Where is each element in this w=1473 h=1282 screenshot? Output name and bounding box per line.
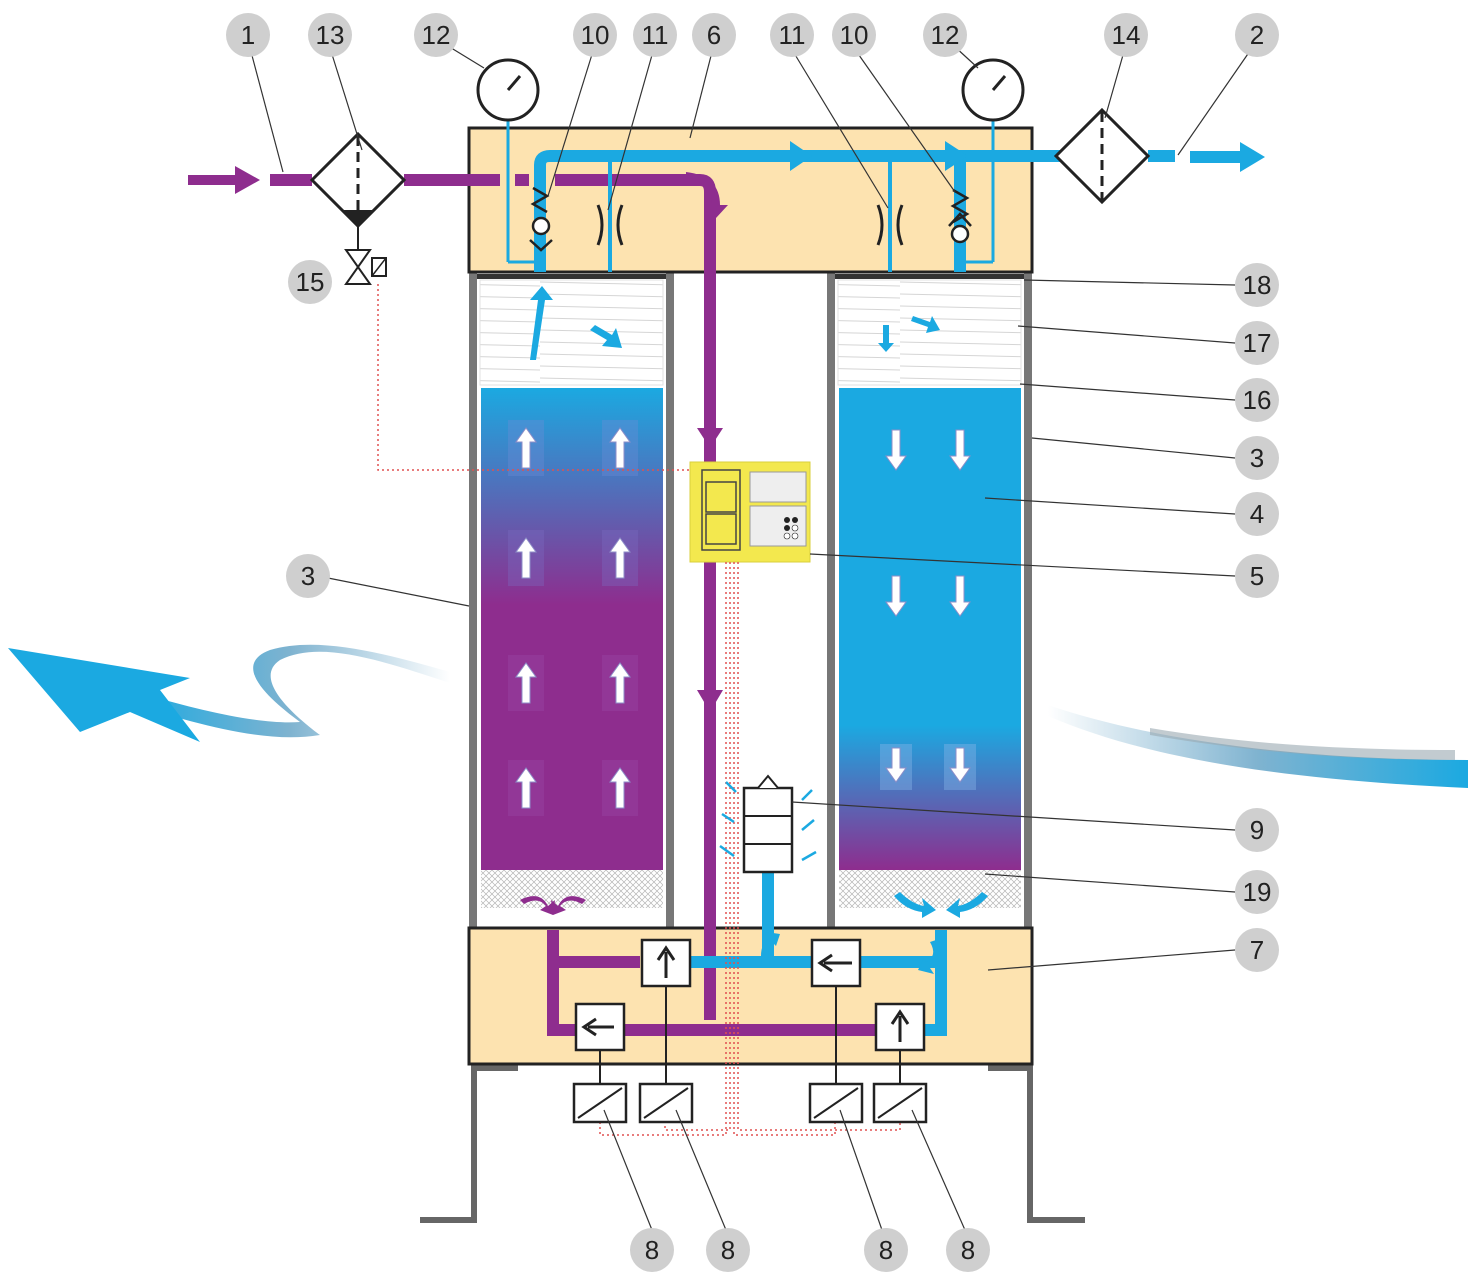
air-swoosh-icon [1048,705,1468,788]
callout-7: 7 [1235,928,1279,972]
solenoid-valve-icon [572,1082,628,1124]
callout-19: 19 [1235,870,1279,914]
svg-text:17: 17 [1243,328,1272,358]
switching-valve-icon [640,938,692,988]
valve-stems [599,986,901,1084]
svg-text:13: 13 [316,20,345,50]
callout-1: 1 [226,13,270,57]
svg-text:10: 10 [840,20,869,50]
callout-17: 17 [1235,321,1279,365]
solenoid-valve-icon [808,1082,864,1124]
drain-valve-icon [344,249,387,285]
outlet-filter-icon [1053,107,1151,205]
check-valve-icon [529,186,553,252]
right-dust-filter [839,870,1021,908]
pressure-gauge-icon [961,58,1025,122]
right-tower [827,272,1032,928]
svg-text:10: 10 [581,20,610,50]
left-top-seal [477,274,666,279]
flow-arrows [520,141,1265,918]
svg-text:8: 8 [961,1235,975,1265]
switching-valve-icon [810,938,862,988]
right-spring-section [838,280,1021,385]
signal-lines [377,284,901,1136]
callout-3-left: 3 [286,554,330,598]
pressure-gauge-icon [476,58,540,122]
svg-text:3: 3 [301,561,315,591]
callout-10-left: 10 [573,13,617,57]
callout-13: 13 [308,13,352,57]
callout-4: 4 [1235,492,1279,536]
right-top-seal [835,274,1024,279]
svg-text:12: 12 [422,20,451,50]
svg-text:3: 3 [1250,443,1264,473]
bed-flow-arrows [508,420,976,816]
svg-text:7: 7 [1250,935,1264,965]
stand [420,1065,1085,1223]
orifice-icon [876,204,904,246]
callout-5: 5 [1235,554,1279,598]
bottom-flow-arrows [761,932,941,974]
svg-text:4: 4 [1250,499,1264,529]
callout-15: 15 [288,260,332,304]
callout-12-left: 12 [414,13,458,57]
callout-8-a: 8 [630,1228,674,1272]
control-panel [689,461,811,563]
callout-16: 16 [1235,378,1279,422]
callout-12-right: 12 [923,13,967,57]
callout-10-right: 10 [832,13,876,57]
svg-text:11: 11 [642,20,669,50]
callout-8-d: 8 [946,1228,990,1272]
switching-valve-icon [874,1002,926,1052]
leader-lines [249,45,1253,1231]
callout-8-c: 8 [864,1228,908,1272]
callout-14: 14 [1104,13,1148,57]
svg-text:18: 18 [1243,270,1272,300]
left-spring-section [480,280,663,385]
orifice-icon [596,204,624,246]
callout-11-right: 11 [770,13,814,57]
svg-text:2: 2 [1250,20,1264,50]
callout-3-right: 3 [1235,436,1279,480]
svg-text:1: 1 [241,20,255,50]
check-valve-icon [948,188,972,244]
svg-text:12: 12 [931,20,960,50]
svg-text:6: 6 [707,20,721,50]
svg-text:11: 11 [779,20,806,50]
svg-text:19: 19 [1243,877,1272,907]
svg-text:8: 8 [645,1235,659,1265]
callout-6: 6 [692,13,736,57]
inlet-arrow-icon [188,166,260,194]
svg-text:5: 5 [1250,561,1264,591]
left-tower [469,272,674,928]
solenoid-valve-icon [872,1082,928,1124]
callouts: 1 13 12 10 11 6 11 10 12 14 2 15 18 17 1… [226,13,1279,1272]
callout-9: 9 [1235,808,1279,852]
silencer-icon [719,774,817,874]
inlet-filter-icon [309,131,407,250]
svg-text:8: 8 [721,1235,735,1265]
svg-text:16: 16 [1243,385,1272,415]
left-desiccant-bed [481,388,663,870]
switching-valve-icon [574,1002,626,1052]
svg-text:8: 8 [879,1235,893,1265]
right-desiccant-bed [839,388,1021,870]
callout-8-b: 8 [706,1228,750,1272]
svg-text:14: 14 [1112,20,1141,50]
svg-text:15: 15 [296,267,325,297]
left-dust-filter [481,870,663,908]
callout-2: 2 [1235,13,1279,57]
solenoid-valve-icon [638,1082,694,1124]
air-swoosh-icon [8,644,450,742]
callout-11-left: 11 [633,13,677,57]
outlet-arrow-icon [1190,142,1265,172]
callout-18: 18 [1235,263,1279,307]
svg-text:9: 9 [1250,815,1264,845]
